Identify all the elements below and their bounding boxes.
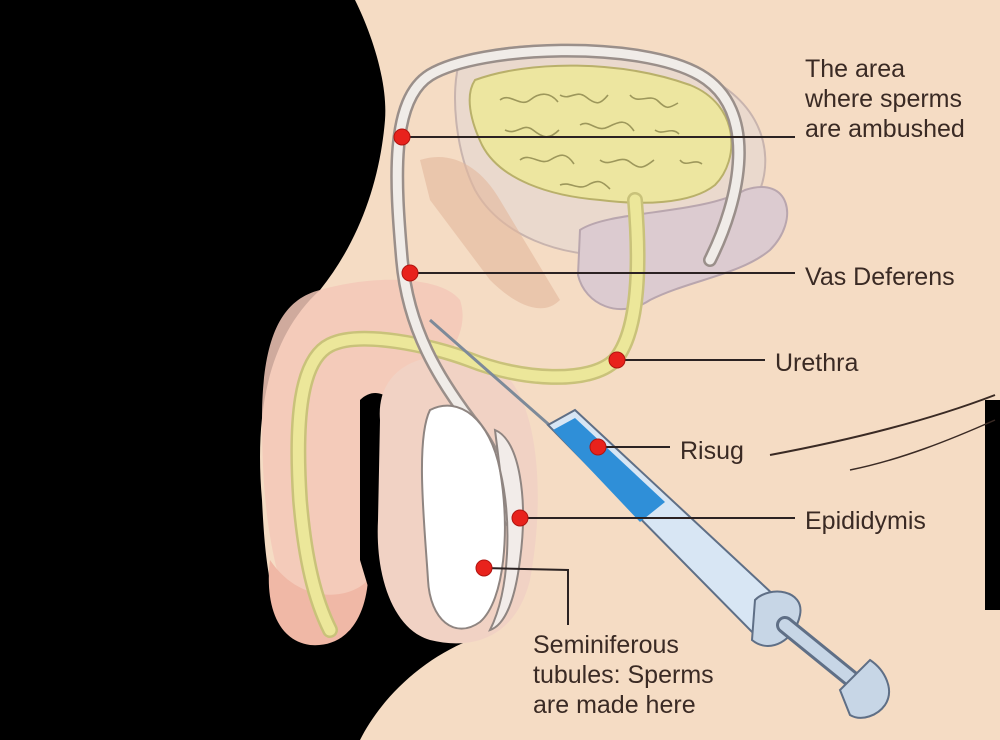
bladder: [468, 64, 733, 204]
marker-seminiferous: [475, 559, 493, 577]
epididymis-shape: [488, 428, 524, 632]
syringe: [429, 318, 890, 719]
label-ambush-line-3: are ambushed: [805, 115, 965, 143]
marker-urethra: [608, 351, 626, 369]
label-seminiferous: Seminiferous tubules: Sperms are made he…: [533, 630, 714, 720]
body-contour-line-2: [849, 419, 996, 471]
label-risug: Risug: [680, 437, 744, 465]
plunger-head: [838, 658, 890, 719]
label-seminiferous-line-1: Seminiferous: [533, 631, 679, 659]
label-ambush-line-2: where sperms: [805, 85, 962, 113]
marker-risug: [589, 438, 607, 456]
leader-lines: [402, 136, 795, 625]
needle: [429, 318, 556, 432]
body-contour-line: [769, 394, 996, 456]
leader-seminiferous: [483, 567, 569, 625]
label-urethra: Urethra: [775, 349, 859, 377]
label-vas-deferens: Vas Deferens: [805, 263, 955, 291]
markers: [393, 128, 626, 577]
label-ambush-line-1: The area: [805, 55, 906, 83]
label-seminiferous-line-2: tubules: Sperms: [533, 661, 714, 689]
label-epididymis: Epididymis: [805, 507, 926, 535]
bladder-texture: [499, 93, 703, 190]
label-ambush: The area where sperms are ambushed: [805, 54, 965, 144]
marker-vas-deferens: [401, 264, 419, 282]
syringe-fluid: [553, 418, 665, 522]
label-seminiferous-line-3: are made here: [533, 691, 696, 719]
marker-epididymis: [511, 509, 529, 527]
right-edge: [985, 400, 1000, 610]
urethra-duct-inner: [292, 194, 644, 636]
marker-ambush: [393, 128, 411, 146]
shaded-strip: [420, 156, 560, 309]
